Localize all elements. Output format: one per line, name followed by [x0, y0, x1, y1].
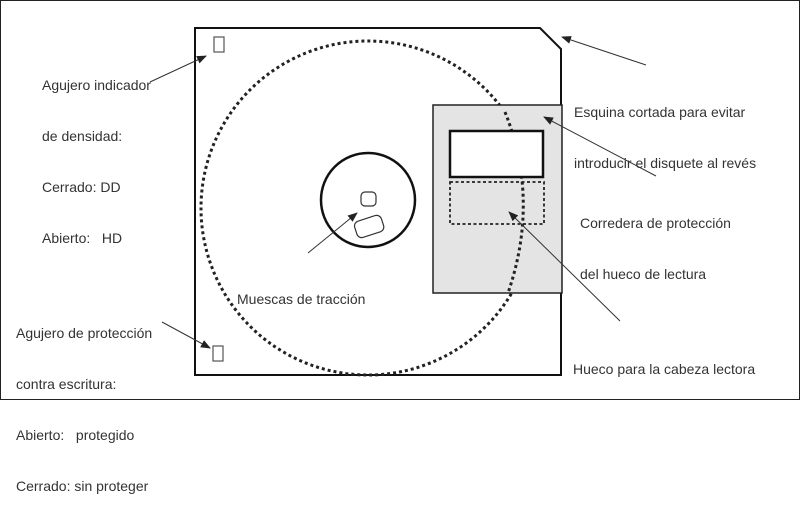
density-label-line: de densidad:: [42, 128, 123, 144]
cut-corner-label-line: introducir el disquete al revés: [574, 155, 757, 171]
arrow-density: [149, 55, 207, 83]
write-protect-label: Agujero de protección contra escritura: …: [16, 291, 152, 512]
write-protect-label-line: contra escritura:: [16, 376, 117, 392]
floppy-disk-drawing: [149, 27, 657, 377]
arrow-notches: [307, 212, 358, 254]
write-protect-label-line: Abierto: protegido: [16, 427, 135, 443]
arrow-write-protect: [161, 321, 211, 349]
hub-circle: [319, 151, 417, 249]
spindle-notch-icon: [360, 191, 377, 207]
magnetic-disk-outline-over-shutter: [503, 111, 525, 294]
write-protect-hole: [212, 345, 224, 362]
density-label-line: Agujero indicador: [42, 77, 151, 93]
arrow-cut-corner: [561, 36, 647, 66]
shutter-label-line: Corredera de protección: [580, 215, 731, 231]
write-protect-label-line: Cerrado: sin proteger: [16, 478, 149, 494]
head-window-label-line: Hueco para la cabeza lectora: [573, 361, 756, 377]
drive-notches-label-line: Muescas de tracción: [237, 291, 366, 307]
drive-notch-icon: [353, 214, 385, 239]
shutter-window: [448, 129, 545, 179]
shutter-label-line: del hueco de lectura: [580, 266, 707, 282]
density-hole-label: Agujero indicador de densidad: Cerrado: …: [42, 43, 151, 264]
density-label-line: Cerrado: DD: [42, 179, 121, 195]
arrow-head-window: [508, 211, 621, 322]
head-window: [449, 181, 545, 225]
density-hole: [213, 36, 225, 53]
write-protect-label-line: Agujero de protección: [16, 325, 153, 341]
head-window-label: Hueco para la cabeza lectora: [573, 327, 755, 395]
shutter-label: Corredera de protección del hueco de lec…: [580, 181, 731, 300]
drive-notches-label: Muescas de tracción: [237, 257, 365, 325]
cut-corner-label-line: Esquina cortada para evitar: [574, 104, 746, 120]
cut-corner-label: Esquina cortada para evitar introducir e…: [574, 70, 756, 189]
arrow-shutter: [543, 116, 657, 177]
density-label-line: Abierto: HD: [42, 230, 123, 246]
